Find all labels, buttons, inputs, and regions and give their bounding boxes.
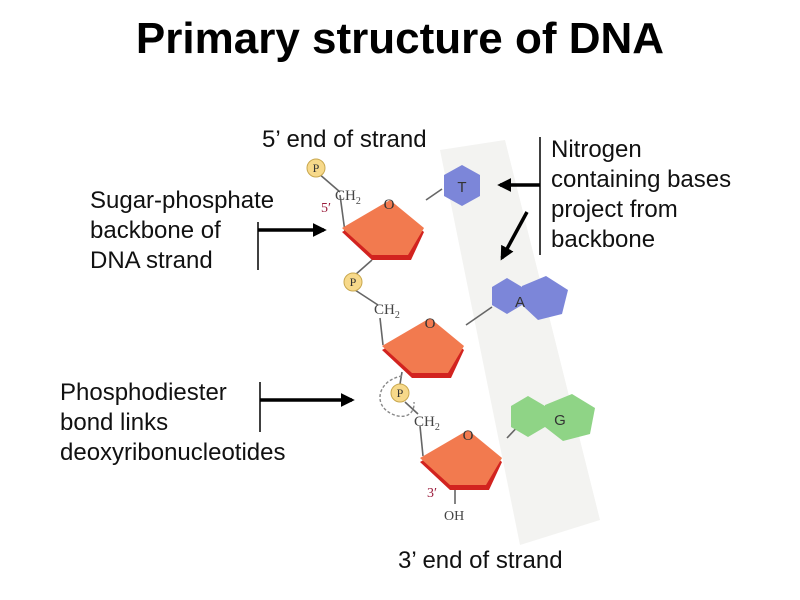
ch2-3-ch: CH xyxy=(414,414,435,430)
phosphate-2: P xyxy=(343,272,363,292)
label-3-end: 3’ end of strand xyxy=(398,546,563,576)
phosphate-3-label: P xyxy=(397,386,404,400)
label-nitrogen-line-2: containing bases xyxy=(551,166,732,193)
base-t-label: T xyxy=(457,179,466,196)
phosphate-1: P xyxy=(306,158,326,178)
pointer-arrows xyxy=(257,137,541,432)
base-g: G xyxy=(511,394,595,441)
phosphate-1-label: P xyxy=(313,161,320,175)
ch2-group-1: CH2 xyxy=(335,188,361,207)
sugar-ring-1 xyxy=(342,200,424,260)
backbone-bonds xyxy=(317,172,525,504)
phosphodiester-ring xyxy=(379,375,415,418)
ch2-1-ch: CH xyxy=(335,188,356,204)
label-nitrogen-line-1: Nitrogen xyxy=(551,136,642,163)
sugar-ring-2 xyxy=(382,318,464,378)
label-nitrogen-line-4: backbone xyxy=(551,226,656,253)
backbone-shadow-band xyxy=(440,140,600,545)
label-backbone-line-3: DNA strand xyxy=(90,247,213,274)
label-backbone-line-2: backbone of xyxy=(90,217,221,244)
page-title: Primary structure of DNA xyxy=(135,14,665,63)
label-phosphodiester-line-1: Phosphodiester xyxy=(60,379,227,406)
ch2-group-2: CH2 xyxy=(374,302,400,321)
base-g-label: G xyxy=(554,412,566,429)
label-phosphodiester: Phosphodiester bond links deoxyribonucle… xyxy=(60,378,285,468)
label-backbone: Sugar-phosphate backbone of DNA strand xyxy=(90,186,274,276)
base-a-label: A xyxy=(515,294,525,311)
ring-oxygen-2: O xyxy=(425,316,436,332)
ch2-group-3: CH2 xyxy=(414,414,440,433)
label-5-end-text: 5’ end of strand xyxy=(262,126,427,153)
sugar-ring-3 xyxy=(420,430,502,490)
label-5-end: 5’ end of strand xyxy=(262,125,427,155)
label-nitrogen-line-3: project from xyxy=(551,196,678,223)
phosphate-3: P xyxy=(390,383,410,403)
ch2-2-sub: 2 xyxy=(395,310,400,321)
hydroxyl-label: OH xyxy=(444,509,464,524)
label-nitrogen: Nitrogen containing bases project from b… xyxy=(551,135,731,255)
ch2-2-ch: CH xyxy=(374,302,395,318)
base-t: T xyxy=(444,165,480,206)
ring-oxygen-3: O xyxy=(463,428,474,444)
ring-oxygen-1: O xyxy=(384,197,395,213)
five-prime-label: 5′ xyxy=(321,201,331,216)
base-a: A xyxy=(492,276,568,320)
label-3-end-text: 3’ end of strand xyxy=(398,547,563,574)
ch2-3-sub: 2 xyxy=(435,422,440,433)
three-prime-label: 3′ xyxy=(427,486,437,501)
label-phosphodiester-line-3: deoxyribonucleotides xyxy=(60,439,286,466)
label-backbone-line-1: Sugar-phosphate xyxy=(90,187,275,214)
label-phosphodiester-line-2: bond links xyxy=(60,409,169,436)
ch2-1-sub: 2 xyxy=(356,196,361,207)
phosphate-2-label: P xyxy=(350,275,357,289)
